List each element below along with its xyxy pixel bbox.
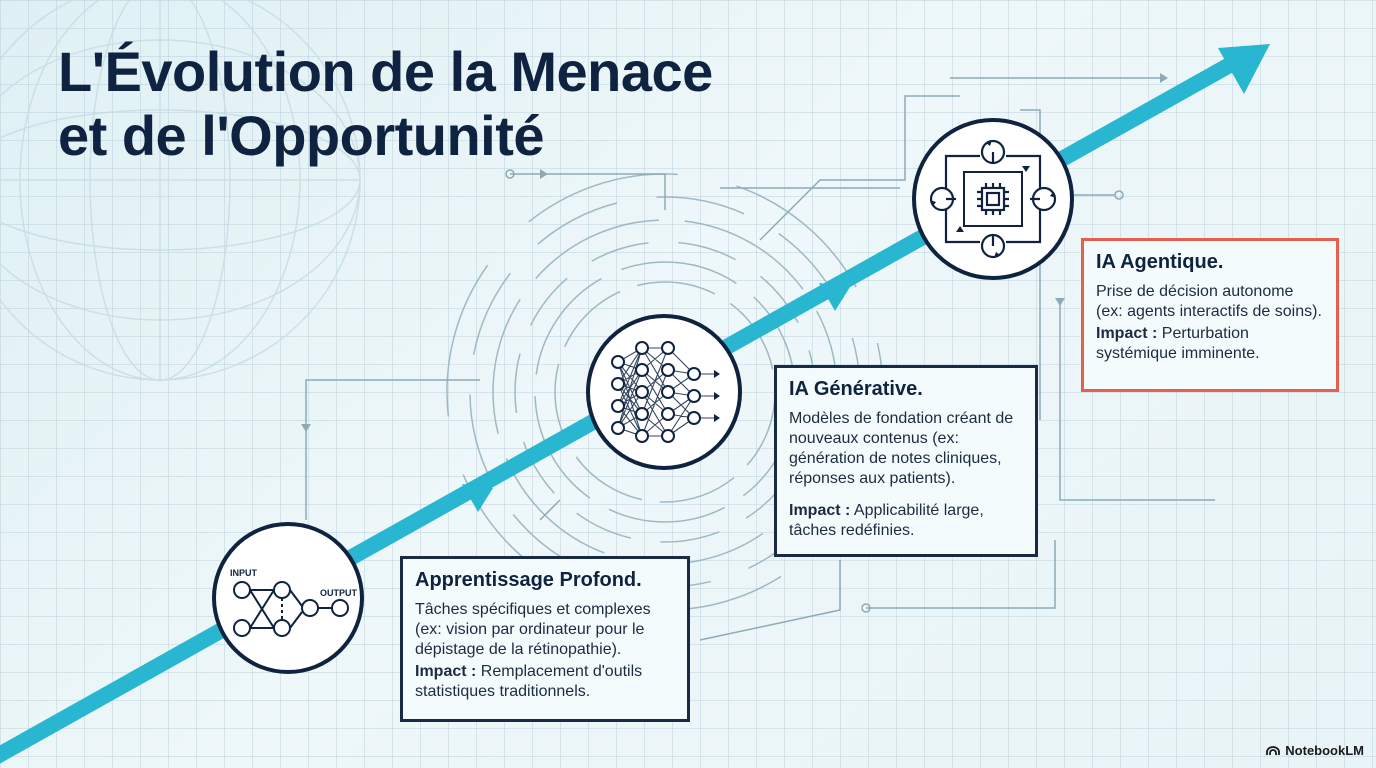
notebooklm-logo-icon [1266, 745, 1281, 755]
circuit-arrowheads [301, 73, 1168, 432]
card-description: Prise de décision autonome (ex: agents i… [1096, 283, 1322, 320]
card-heading: Apprentissage Profond. [415, 569, 642, 591]
globe-graphic [0, 0, 361, 381]
card-agentic-ai: IA Agentique. Prise de décision autonome… [1081, 238, 1339, 392]
simple-neural-network-icon: INPUT OUTPUT [230, 568, 358, 637]
circuit-lines [305, 77, 1215, 641]
impact-label: Impact : [1096, 325, 1158, 342]
card-impact: Impact : Applicabilité large, tâches red… [789, 501, 1023, 541]
card-deep-learning: Apprentissage Profond. Tâches spécifique… [400, 556, 690, 722]
impact-text: Applicabilité large, tâches redéfinies. [789, 502, 984, 539]
card-impact: Impact : Perturbation systémique imminen… [1096, 324, 1324, 364]
page-title: L'Évolution de la Menace et de l'Opportu… [58, 40, 713, 168]
deep-neural-network-icon [611, 341, 720, 443]
card-heading: IA Agentique. [1096, 251, 1224, 273]
deep-learning-node: INPUT OUTPUT [212, 522, 364, 674]
brand-watermark: NotebookLM [1266, 743, 1364, 758]
card-impact: Impact : Remplacement d'outils statistiq… [415, 662, 675, 702]
brand-label: NotebookLM [1285, 743, 1364, 758]
impact-text: Perturbation systémique imminente. [1096, 325, 1260, 362]
card-description: Tâches spécifiques et complexes (ex: vis… [415, 601, 651, 658]
input-label: INPUT [230, 568, 258, 578]
title-line-2: et de l'Opportunité [58, 104, 545, 167]
impact-label: Impact : [789, 502, 851, 519]
title-line-1: L'Évolution de la Menace [58, 40, 713, 103]
impact-text: Remplacement d'outils statistiques tradi… [415, 663, 643, 700]
output-label: OUTPUT [320, 588, 358, 598]
card-description: Modèles de fondation créant de nouveaux … [789, 410, 1014, 487]
generative-ai-node [586, 314, 742, 470]
impact-label: Impact : [415, 663, 477, 680]
chip-cycle-icon [929, 139, 1057, 259]
card-heading: IA Générative. [789, 378, 923, 400]
agentic-ai-node [912, 118, 1074, 280]
card-generative-ai: IA Générative. Modèles de fondation créa… [774, 365, 1038, 557]
